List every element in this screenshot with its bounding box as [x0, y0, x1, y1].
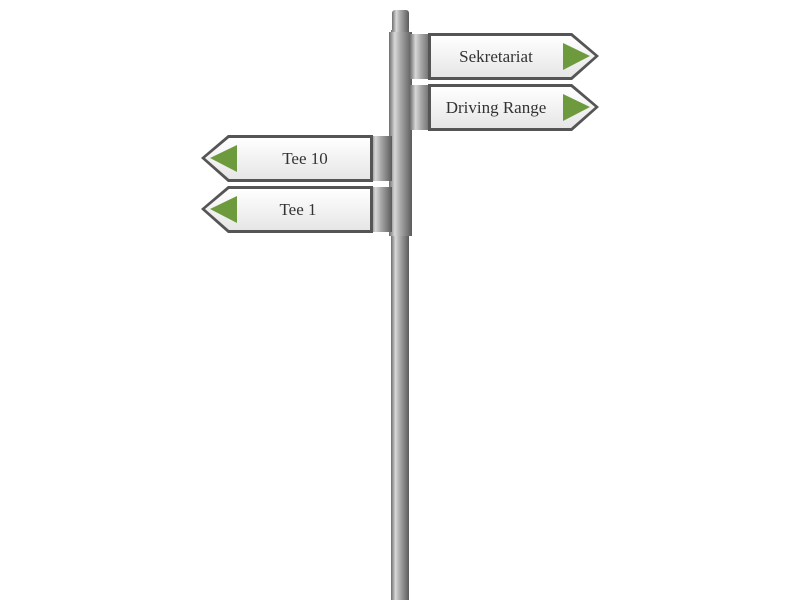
pole-cap — [392, 10, 409, 32]
sign-label: Tee 10 — [282, 149, 328, 168]
arrow-left-icon — [210, 196, 237, 223]
pole-sleeve — [389, 32, 412, 236]
sign-tee-1: Tee 1 — [201, 186, 392, 233]
sign-sekretariat: Sekretariat — [410, 33, 599, 80]
arrow-right-icon — [563, 43, 590, 70]
sign-label: Tee 1 — [279, 200, 316, 219]
sign-label: Sekretariat — [459, 47, 533, 66]
arrow-right-icon — [563, 94, 590, 121]
sign-tee-10: Tee 10 — [201, 135, 392, 182]
arrow-left-icon — [210, 145, 237, 172]
sign-driving-range: Driving Range — [410, 84, 599, 131]
sign-label: Driving Range — [446, 98, 547, 117]
